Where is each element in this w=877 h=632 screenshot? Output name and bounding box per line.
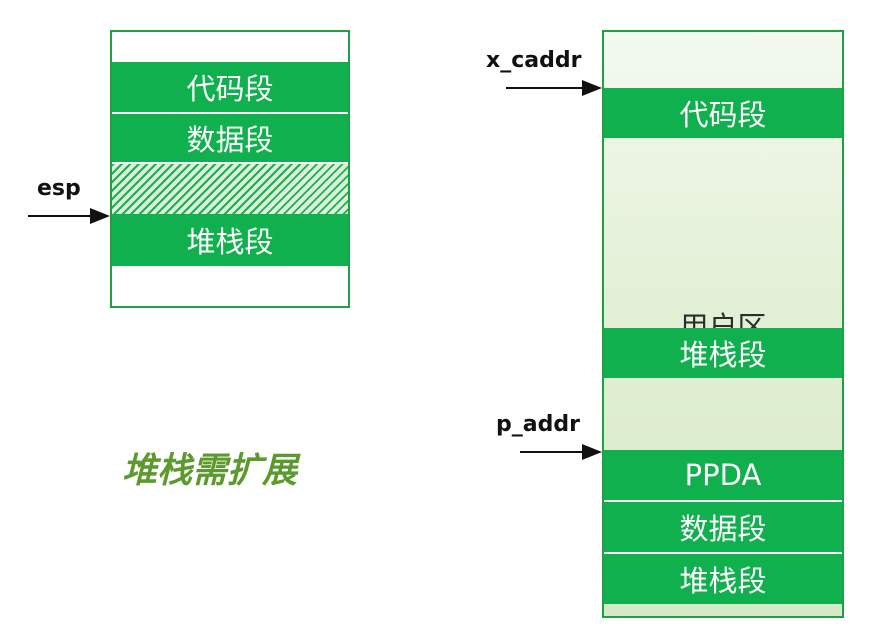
right-code-segment-label: 代码段 — [679, 98, 767, 132]
right-stack-segment-upper-label: 堆栈段 — [679, 338, 767, 372]
left-stack-segment: 堆栈段 — [112, 214, 348, 266]
left-data-segment-label: 数据段 — [186, 123, 274, 157]
left-code-segment-label: 代码段 — [186, 72, 274, 106]
esp-label: esp — [37, 176, 81, 201]
p-addr-label: p_addr — [496, 412, 580, 437]
right-memory-layout: 代码段 用户区 堆栈段 PPDA 数据段 堆栈段 — [602, 30, 844, 618]
left-stack-segment-label: 堆栈段 — [186, 225, 274, 259]
right-stack-segment-lower: 堆栈段 — [604, 554, 842, 604]
left-memory-layout: 代码段 数据段 堆栈段 — [110, 30, 350, 308]
right-stack-segment-upper: 堆栈段 — [604, 328, 842, 378]
left-data-segment: 数据段 — [112, 114, 348, 164]
x-caddr-label: x_caddr — [486, 48, 582, 73]
stack-expansion-note: 堆栈需扩展 — [122, 450, 298, 491]
right-stack-segment-lower-label: 堆栈段 — [679, 564, 767, 598]
left-code-segment: 代码段 — [112, 62, 348, 114]
ppda-segment: PPDA — [604, 450, 842, 502]
right-code-segment: 代码段 — [604, 88, 842, 138]
right-data-segment-label: 数据段 — [679, 512, 767, 546]
right-data-segment: 数据段 — [604, 502, 842, 554]
ppda-segment-label: PPDA — [684, 458, 762, 492]
left-stack-growth-gap — [112, 164, 348, 214]
